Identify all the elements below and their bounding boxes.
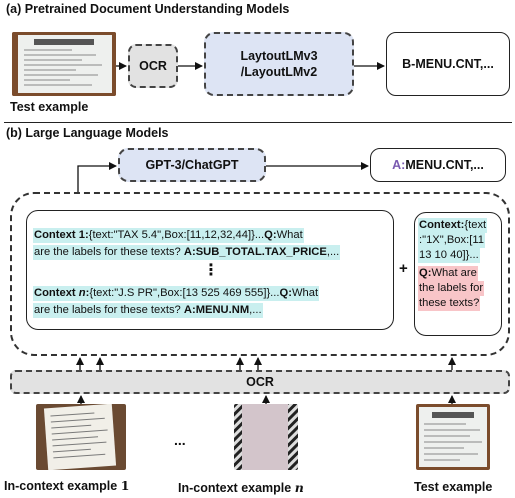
model-label-line2: /LayoutLMv2 [240,65,318,79]
context1-line2: are the labels for these texts? A:SUB_TO… [33,245,341,260]
test-q-line2: the labels for [418,281,485,296]
model-label-line1: LaytoutLMv3 [240,49,318,63]
receipt-image-example-1 [36,404,126,470]
plus-sign: + [399,260,408,277]
context1-label: Context 1: [34,229,89,241]
test-q-line3: these texts? [418,296,481,311]
receipt-photo [416,404,490,470]
contextn-label-var: n [78,287,86,299]
receipt-image-test-b [416,404,490,470]
gpt-model-box: GPT-3/ChatGPT [118,148,266,182]
section-divider [4,122,512,123]
layoutlm-model-box: LaytoutLMv3 /LayoutLMv2 [204,32,354,96]
contextn-a-text: MENU.NM [195,304,250,316]
receipt-photo [36,404,126,470]
test-context-text1: {text [464,219,487,231]
contextn-a-label: A: [183,304,196,316]
caption-example-n-var: n [294,480,304,495]
output-label-b: A:MENU.CNT,... [392,157,484,173]
test-context-line3: 13 10 40]}... [418,248,480,263]
contextn-line1: Context n:{text:"J.S PR",Box:[13 525 469… [33,286,320,301]
context1-a-label: A: [183,246,196,258]
arrow-prompt-to-gpt [77,162,117,192]
caption-example-n-text: In-context example [178,481,295,495]
ocr-label-a: OCR [139,59,167,73]
context1-q-part2: are the labels for these texts? [34,246,184,258]
vertical-ellipsis: ⋮ [203,262,219,279]
output-prefix: A: [392,158,406,172]
output-label-a: B-MENU.CNT,... [402,57,494,71]
test-q-line1: Q:What are [418,266,478,281]
context1-trail: ,... [326,246,340,258]
receipt-photo [234,404,298,470]
output-box-a: B-MENU.CNT,... [386,32,510,96]
horizontal-ellipsis: ... [174,432,186,448]
gpt-label: GPT-3/ChatGPT [145,158,239,172]
ocr-label-b: OCR [246,375,274,389]
prompt-container [10,192,510,356]
section-a-title: (a) Pretrained Document Understanding Mo… [6,2,290,16]
caption-example-n: In-context example n [178,480,304,495]
test-q-text1: What are [431,267,477,279]
context1-q-part1: What [276,229,303,241]
context1-text: {text:"TAX 5.4",Box:[11,12,32,44]}... [88,229,265,241]
context1-a-text: SUB_TOTAL.TAX_PRICE [195,246,327,258]
caption-example-1-num: 1 [120,478,130,493]
ocr-bar-b: OCR [10,370,510,394]
contextn-q-part2: are the labels for these texts? [34,304,184,316]
output-value: MENU.CNT,... [405,158,484,172]
receipt-image-example-n [234,404,298,470]
ocr-box-a: OCR [128,44,178,88]
test-context-line2: :"1X",Box:[11 [418,233,485,248]
caption-test-b: Test example [414,480,493,494]
contextn-label-suffix: : [85,287,90,299]
receipt-image-test-a [12,32,116,96]
contextn-text: {text:"J.S PR",Box:[13 525 469 555]}... [89,287,280,299]
output-box-b: A:MENU.CNT,... [370,148,506,182]
test-q-label: Q: [419,267,432,279]
caption-example-1: In-context example 1 [4,478,129,493]
test-context-line1: Context:{text [418,218,488,233]
caption-example-1-text: In-context example [4,479,121,493]
contextn-line2: are the labels for these texts? A:MENU.N… [33,303,263,318]
section-b-title: (b) Large Language Models [6,126,169,140]
context1-q-label: Q: [264,229,277,241]
contextn-q-part1: What [291,287,319,299]
context1-line1: Context 1:{text:"TAX 5.4",Box:[11,12,32,… [33,228,304,243]
receipt-photo [12,32,116,96]
test-context-label: Context: [419,219,465,231]
contextn-label-prefix: Context [34,287,79,299]
test-example-caption-a: Test example [10,100,89,114]
contextn-trail: ,... [249,304,262,316]
contextn-q-label: Q: [279,287,292,299]
